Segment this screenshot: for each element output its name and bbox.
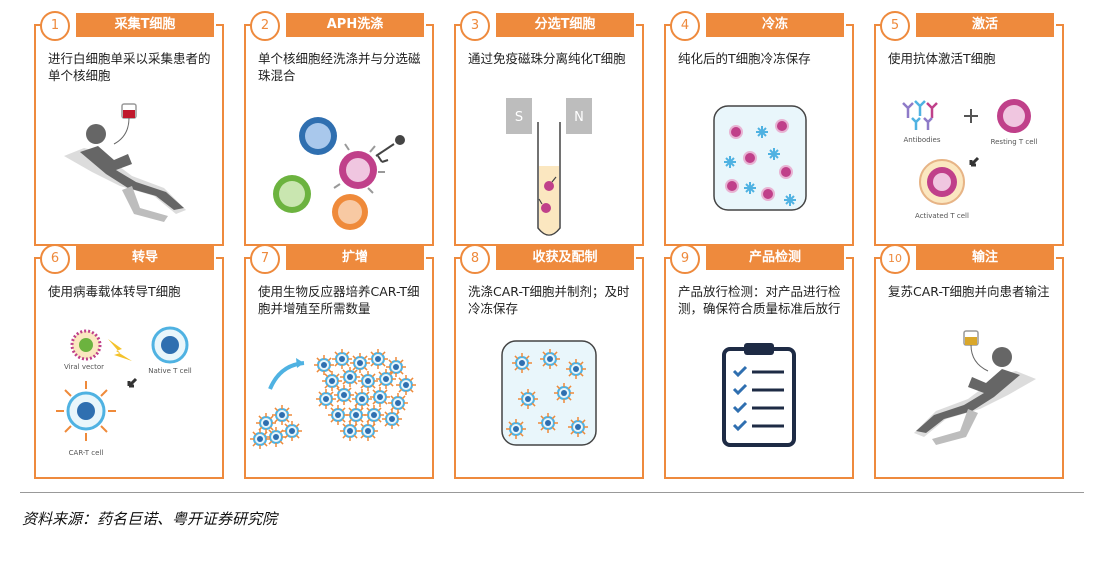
step-title: 收获及配制 <box>496 246 634 270</box>
step-number: 8 <box>460 244 490 274</box>
step-number: 4 <box>670 11 700 41</box>
harvest-icon <box>501 340 597 446</box>
step-description: 使用病毒载体转导T细胞 <box>48 284 181 299</box>
divider <box>20 492 1084 493</box>
magnet-s-label: S <box>515 110 523 125</box>
step-number: 5 <box>880 11 910 41</box>
car-t-cell-label: CAR-T cell <box>69 449 104 457</box>
step-description: 单个核细胞经洗涤并与分选磁珠混合 <box>258 51 421 83</box>
step-description: 复苏CAR-T细胞并向患者输注 <box>888 284 1050 299</box>
magnet-n-label: N <box>574 110 584 125</box>
step-card-10: 10 输注 复苏CAR-T细胞并向患者输注 <box>874 244 1064 479</box>
step-description: 通过免疫磁珠分离纯化T细胞 <box>468 51 626 66</box>
mixed-cells-icon <box>273 117 405 230</box>
step-card-7: 7 扩增 使用生物反应器培养CAR-T细胞并增殖至所需数量 <box>244 244 434 479</box>
activation-icon: Antibodies Resting T cell Activated T ce… <box>902 99 1038 220</box>
step-title: 采集T细胞 <box>76 13 214 37</box>
antibodies-label: Antibodies <box>904 136 941 144</box>
step-card-4: 4 冷冻 纯化后的T细胞冷冻保存 <box>664 11 854 246</box>
native-cell-label: Native T cell <box>148 367 191 375</box>
step-title: 激活 <box>916 13 1054 37</box>
expansion-icon <box>250 349 416 449</box>
step-card-5: 5 激活 使用抗体激活T细胞 Antibodies Resting T cell… <box>874 11 1064 246</box>
step-title: 分选T细胞 <box>496 13 634 37</box>
step-card-2: 2 APH洗涤 单个核细胞经洗涤并与分选磁珠混合 <box>244 11 434 246</box>
step-card-1: 1 采集T细胞 进行白细胞单采以采集患者的单个核细胞 <box>34 11 224 246</box>
source-note: 资料来源：药名巨诺、粤开证券研究院 <box>22 510 278 528</box>
step-description: 使用生物反应器培养CAR-T细胞并增殖至所需数量 <box>258 284 420 316</box>
step-card-8: 8 收获及配制 洗涤CAR-T细胞并制剂；及时冷冻保存 <box>454 244 644 479</box>
resting-cell-label: Resting T cell <box>991 138 1038 146</box>
step-number: 1 <box>40 11 70 41</box>
step-number: 2 <box>250 11 280 41</box>
step-title: 扩增 <box>286 246 424 270</box>
step-description: 产品放行检测：对产品进行检测，确保符合质量标准后放行 <box>678 284 841 316</box>
step-number: 9 <box>670 244 700 274</box>
patient-chair-icon <box>64 103 186 222</box>
step-card-6: 6 转导 使用病毒载体转导T细胞 Viral vector Native T c… <box>34 244 224 479</box>
step-card-9: 9 产品检测 产品放行检测：对产品进行检测，确保符合质量标准后放行 <box>664 244 854 479</box>
viral-vector-label: Viral vector <box>64 363 104 371</box>
step-number: 10 <box>880 244 910 274</box>
magnetic-separation-icon: S N <box>506 98 592 236</box>
step-card-3: 3 分选T细胞 通过免疫磁珠分离纯化T细胞 S N <box>454 11 644 246</box>
step-number: 7 <box>250 244 280 274</box>
frozen-cells-icon <box>713 105 807 211</box>
step-title: APH洗涤 <box>286 13 424 37</box>
step-title: 转导 <box>76 246 214 270</box>
step-title: 产品检测 <box>706 246 844 270</box>
infusion-chair-icon <box>914 330 1036 445</box>
step-number: 3 <box>460 11 490 41</box>
activated-cell-label: Activated T cell <box>915 212 969 220</box>
clipboard-checklist-icon <box>722 343 796 447</box>
step-description: 使用抗体激活T细胞 <box>888 51 996 66</box>
transduction-icon: Viral vector Native T cell CAR-T cell <box>56 326 192 457</box>
step-title: 冷冻 <box>706 13 844 37</box>
step-number: 6 <box>40 244 70 274</box>
step-description: 纯化后的T细胞冷冻保存 <box>678 51 811 66</box>
step-description: 进行白细胞单采以采集患者的单个核细胞 <box>48 51 211 83</box>
step-title: 输注 <box>916 246 1054 270</box>
step-description: 洗涤CAR-T细胞并制剂；及时冷冻保存 <box>468 284 630 316</box>
